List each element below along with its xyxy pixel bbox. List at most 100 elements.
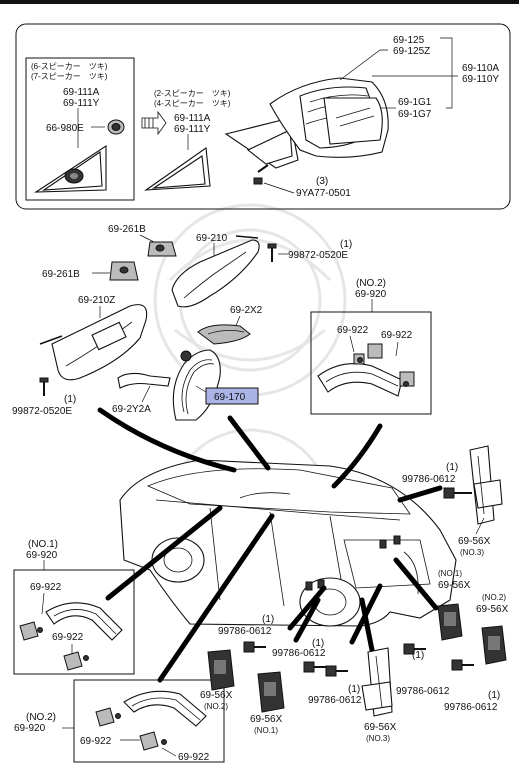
bolt-low-qty: (1) [348,684,360,695]
grip-no1-group: (NO.1) 69-920 69-922 69-922 [13,539,135,675]
bolt-right2-code: 99786-0612 [396,686,450,697]
bolt-low-part [325,665,348,677]
mirror-group-frame [15,23,511,210]
label-69-111y-left: 69-111Y [63,98,100,109]
bolt-far-qty: (1) [488,690,500,701]
speaker-note-4: (4-スピーカー ツキ) [154,99,231,108]
grip-no2-top-group: (NO.2) 69-920 69-922 69-922 [310,278,432,415]
bolt-right-part [403,643,426,655]
label-69-2x2: 69-2X2 [230,305,263,316]
bolt-low-code: 99786-0612 [308,695,362,706]
hook-no2-tag: (NO.2) [482,593,506,602]
hook-top-tag: (NO.3) [460,548,484,557]
label-69-1g1: 69-1G1 [398,97,432,108]
label-66-980e: 66-980E [46,123,84,134]
grip-no1-cap-a: 69-922 [30,582,62,593]
coat-hook-no1-bottom-part [257,671,285,713]
coat-hook-no2-right-part [481,625,507,665]
speaker-note-1: (6-スピーカー ツキ) [31,62,108,71]
label-99872-0520e-right: 99872-0520E [288,250,348,261]
grip-no1-cap-b: 69-922 [52,632,84,643]
bolt-far-code: 99786-0612 [444,702,498,713]
coat-hook-no2-bottom-part [207,649,235,691]
visor-screw-left-part [39,377,49,396]
visor-screw-right-part [267,243,277,262]
hook-no3-top-group: (1) 99786-0612 69-56X (NO.3) [402,445,503,557]
label-69-261b-left: 69-261B [42,269,80,280]
grip-no2-bottom-group: (NO.2) 69-920 69-922 69-922 [14,679,225,763]
grip-no2-bottom-cap-b: 69-922 [178,752,210,763]
visor-clip-part-b [109,261,139,281]
hook-no2-code: 69-56X [476,604,509,615]
mirror-cover-part [197,324,251,345]
assist-grip-no2-top-part [317,343,415,397]
hook-top-bolt-code: 99786-0612 [402,474,456,485]
label-69-110a: 69-110A [462,63,499,74]
mirror-group: (6-スピーカー ツキ) (7-スピーカー ツキ) 69-111A 69-111… [15,23,511,210]
label-69-125z: 69-125Z [393,46,430,57]
screw-l-qty: (1) [64,394,76,405]
callout-lines [97,407,443,683]
speaker-note-3: (2-スピーカー ツキ) [154,89,231,98]
label-69-111a-left: 69-111A [63,87,100,98]
hook-top-bolt-qty: (1) [446,462,458,473]
grip-no1-frame [13,569,135,675]
assist-grip-no1-part [19,602,123,671]
label-69-210: 69-210 [196,233,228,244]
speaker-cover-part [107,119,125,135]
bottom-hooks-group: (NO.1) 69-56X (NO.2) 69-56X (1) 99786-06… [200,569,509,743]
visor-group: 69-261B 69-261B 69-210 (1) 99872-0520E 6… [12,224,352,421]
grip-no2-top-frame [310,311,432,415]
label-69-111a-mid: 69-111A [174,113,211,124]
option-arrow-icon [141,110,167,136]
sun-visor-left-part [39,304,148,381]
coat-hook-no3-bottom-part [361,647,393,717]
grip-no1-tag: (NO.1) [28,539,58,550]
hook-top-code: 69-56X [458,536,491,547]
bolt-mid2-code: 99786-0612 [272,648,326,659]
mirror-base-part [117,372,171,389]
bolt-mid-part [243,641,266,653]
door-mirror-part [224,77,389,169]
inner-trim-part [144,147,211,191]
hook-no2-bottom-tag: (NO.2) [204,702,228,711]
label-69-125: 69-125 [393,35,425,46]
bolt-mid-code: 99786-0612 [218,626,272,637]
grip-no2-top-cap-a: 69-922 [337,325,369,336]
grip-no2-bottom-code: 69-920 [14,723,46,734]
hook-no1-tag: (NO.1) [438,569,462,578]
rearview-mirror-part [172,349,221,421]
screw-r-qty: (1) [340,239,352,250]
bolt-mid2-qty: (1) [312,638,324,649]
grip-no2-top-cap-b: 69-922 [381,330,413,341]
hook-no3-bottom-tag: (NO.3) [366,734,390,743]
speaker-note-2: (7-スピーカー ツキ) [31,72,108,81]
grip-no2-top-tag: (NO.2) [356,278,386,289]
bolt-mid2-part [303,661,326,673]
sun-visor-right-part [171,235,260,308]
hook-no1-code: 69-56X [438,580,471,591]
label-69-210z: 69-210Z [78,295,115,306]
hook-no1-bottom-tag: (NO.1) [254,726,278,735]
bolt-mid-qty: (1) [262,614,274,625]
bolt-right-qty: (1) [412,650,424,661]
grip-no2-top-code: 69-920 [355,289,387,300]
hook-no1-bottom-code: 69-56X [250,714,283,725]
hook-no2-bottom-code: 69-56X [200,690,233,701]
visor-clip-part-a [147,241,177,257]
grip-no1-code: 69-920 [26,550,58,561]
label-69-170: 69-170 [214,392,246,403]
grip-no2-bottom-cap-a: 69-922 [80,736,112,747]
hook-no3-bottom-code: 69-56X [364,722,397,733]
mirror-code-highlight [205,387,259,405]
speaker-option-box [25,57,135,201]
label-69-110y: 69-110Y [462,74,499,85]
label-69-2y2a: 69-2Y2A [112,404,151,415]
assist-grip-no2-bottom-part [95,690,207,751]
bolt-far-part [451,659,474,671]
inner-trim-speaker-part [34,144,107,193]
label-69-111y-mid: 69-111Y [174,124,211,135]
coat-hook-no1-right-part [437,603,463,641]
label-9ya77-0501: 9YA77-0501 [296,188,351,199]
